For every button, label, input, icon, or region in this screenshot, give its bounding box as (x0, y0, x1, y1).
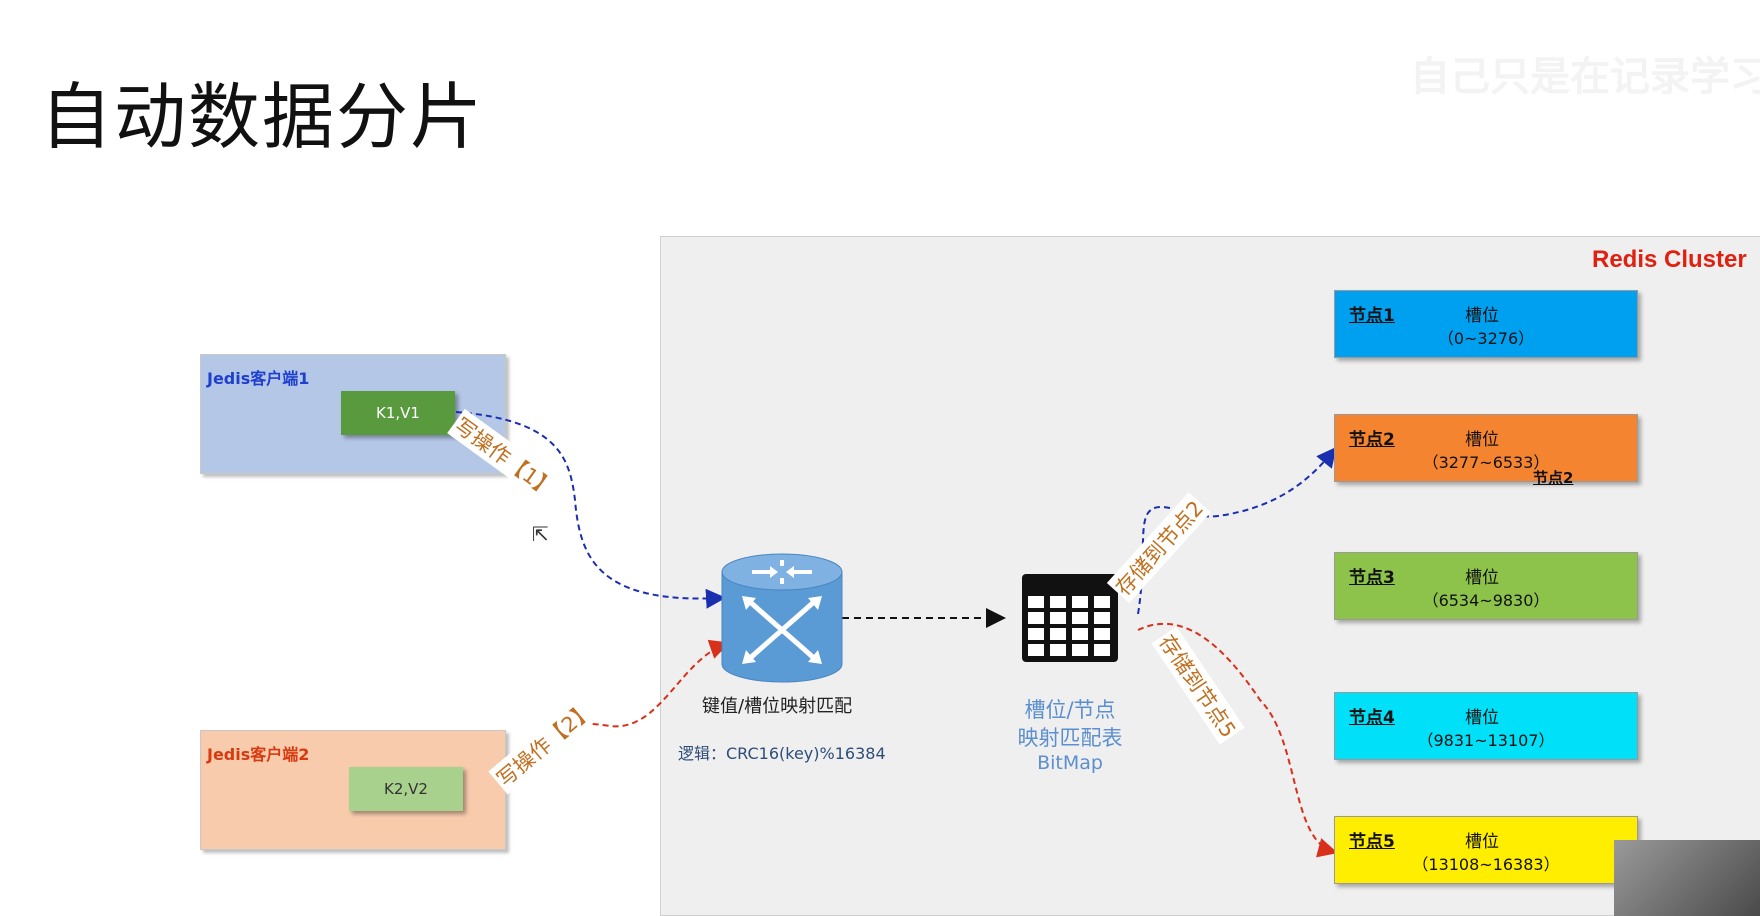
node-2-name: 节点2 (1349, 430, 1395, 450)
table-grid-icon (1022, 574, 1118, 662)
bitmap-label-line1: 槽位/节点 (1024, 698, 1116, 722)
slide-title: 自动数据分片 (40, 75, 485, 159)
jedis-client-2: Jedis客户端2 K2,V2 (200, 730, 506, 850)
write1-arrow (455, 411, 726, 609)
node-1-name: 节点1 (1349, 306, 1395, 326)
kv-pair-1: K1,V1 (341, 391, 455, 435)
node-5-slot-label: 槽位 (1465, 832, 1499, 852)
watermark-text: 自己只是在记录学习 (1410, 54, 1760, 100)
node-5-name: 节点5 (1349, 832, 1395, 852)
store-node5-arrow (1137, 622, 1338, 858)
mouse-cursor-icon: ⇱ (532, 522, 549, 546)
node-4-name: 节点4 (1349, 708, 1395, 728)
cluster-node-5: 节点5 槽位 （13108~16383） (1334, 816, 1638, 884)
video-overlay-shade (1614, 840, 1760, 916)
router-label: 键值/槽位映射匹配 (702, 696, 853, 717)
cluster-node-4: 节点4 槽位 （9831~13107） (1334, 692, 1638, 760)
node-2-slot-label: 槽位 (1465, 430, 1499, 450)
node-4-slot-label: 槽位 (1465, 708, 1499, 728)
redis-cluster-label: Redis Cluster (1592, 246, 1747, 273)
client-2-title: Jedis客户端2 (207, 745, 310, 764)
cluster-node-1: 节点1 槽位 （0~3276） (1334, 290, 1638, 358)
node-2-range: （3277~6533） (1422, 453, 1550, 472)
jedis-client-1: Jedis客户端1 K1,V1 (200, 354, 506, 474)
node-3-name: 节点3 (1349, 568, 1395, 588)
cluster-node-3: 节点3 槽位 （6534~9830） (1334, 552, 1638, 620)
router-logic-label: 逻辑：CRC16(key)%16384 (678, 744, 886, 763)
bitmap-label-line2: 映射匹配表 (1017, 726, 1123, 750)
node-5-range: （13108~16383） (1412, 855, 1560, 874)
kv-pair-2: K2,V2 (349, 767, 463, 811)
node-2-extra-label: 节点2 (1533, 469, 1574, 487)
node-3-slot-label: 槽位 (1465, 568, 1499, 588)
bitmap-label-line3: BitMap (1037, 752, 1103, 774)
node-4-range: （9831~13107） (1417, 731, 1555, 750)
client-1-title: Jedis客户端1 (207, 369, 310, 388)
node-1-slot-label: 槽位 (1465, 306, 1499, 326)
router-cylinder-icon (721, 553, 843, 683)
cluster-node-2: 节点2 槽位 （3277~6533） 节点2 (1334, 414, 1638, 487)
node-3-range: （6534~9830） (1422, 591, 1550, 610)
node-1-range: （0~3276） (1437, 329, 1535, 348)
